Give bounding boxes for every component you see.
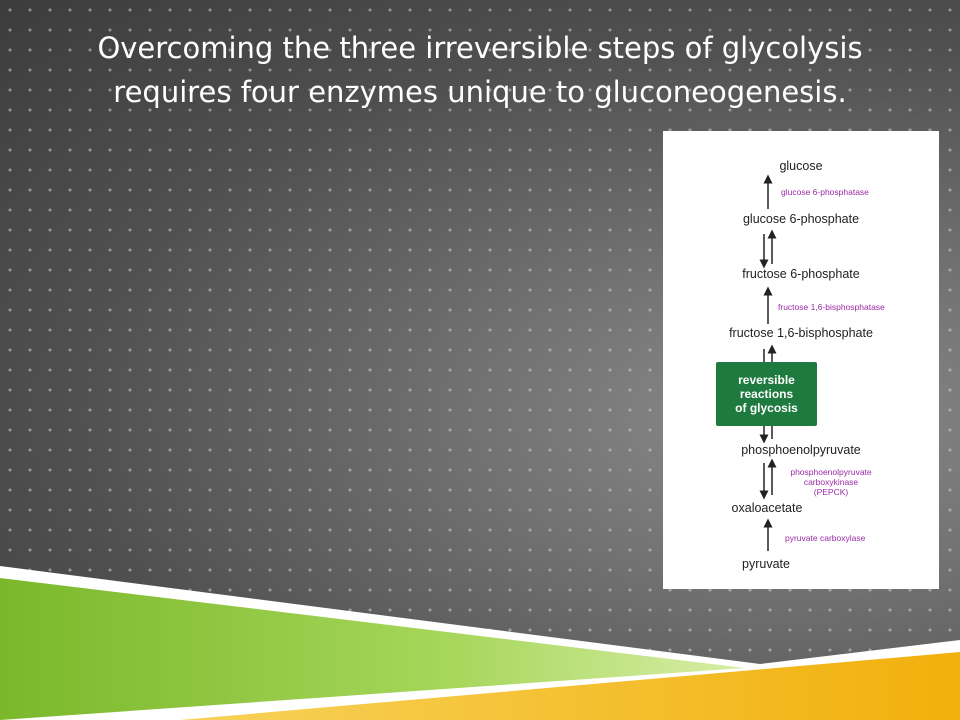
enzyme-pyruvate-carboxylase: pyruvate carboxylase — [785, 533, 866, 543]
enzyme-fructose-1-6-bisphosphatase: fructose 1,6-bisphosphatase — [778, 302, 885, 312]
node-fructose-6-phosphate: fructose 6-phosphate — [742, 267, 860, 281]
reversible-reactions-box: reversible reactions of glycosis — [716, 362, 817, 426]
node-fructose-1-6-bisphosphate: fructose 1,6-bisphosphate — [729, 326, 873, 340]
enzyme-pepck: phosphoenolpyruvate carboxykinase (PEPCK… — [781, 467, 881, 497]
slide-title-line-2: requires four enzymes unique to gluconeo… — [113, 75, 847, 109]
node-oxaloacetate: oxaloacetate — [731, 501, 803, 515]
slide-title-line-1: Overcoming the three irreversible steps … — [97, 31, 863, 65]
gluconeogenesis-diagram: glucose glucose 6-phosphatase glucose 6-… — [663, 131, 939, 589]
enzyme-pepck-line-3: (PEPCK) — [813, 487, 849, 497]
node-pyruvate: pyruvate — [742, 557, 790, 571]
enzyme-glucose-6-phosphatase: glucose 6-phosphatase — [781, 187, 869, 197]
node-glucose: glucose — [779, 159, 823, 173]
slide-title: Overcoming the three irreversible steps … — [60, 26, 900, 114]
pathway-arrows — [759, 174, 777, 551]
enzyme-pepck-line-2: carboxykinase — [803, 477, 859, 487]
node-glucose-6-phosphate: glucose 6-phosphate — [742, 212, 860, 226]
green-band — [0, 578, 745, 720]
box-line-1: reversible — [738, 373, 795, 387]
enzyme-pepck-line-1: phosphoenolpyruvate — [790, 467, 872, 477]
box-line-2: reactions — [739, 387, 794, 401]
box-line-3: of glycosis — [735, 401, 798, 415]
node-phosphoenolpyruvate: phosphoenolpyruvate — [741, 443, 861, 457]
yellow-band — [180, 652, 960, 720]
